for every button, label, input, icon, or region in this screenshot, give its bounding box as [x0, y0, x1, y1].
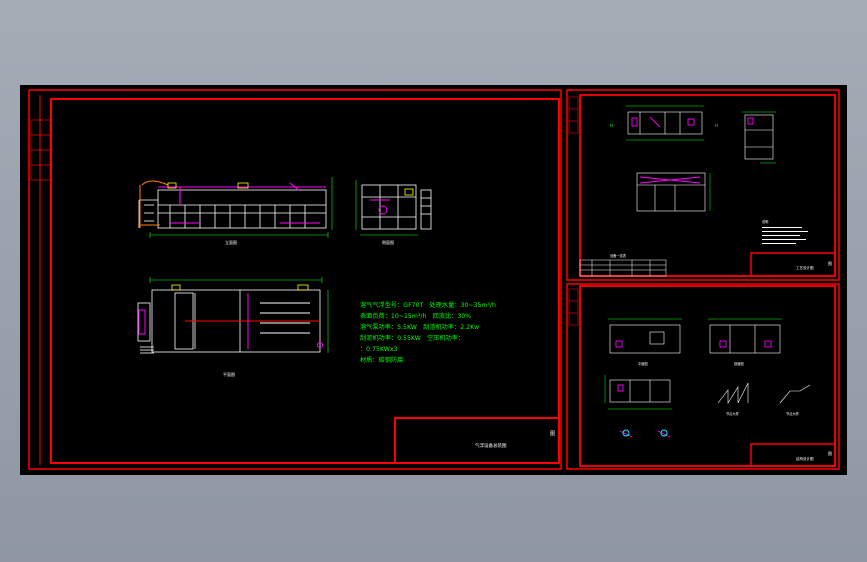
main-sheet-inner-border	[50, 98, 560, 464]
spec-line-6: 材质：碳钢防腐	[360, 356, 403, 364]
spec-line-1: 溶气气浮型号：GF70T 处理水量：30~35m³/h	[360, 301, 496, 309]
br-label-b: 剖面图	[734, 361, 744, 366]
spec-notes: 溶气气浮型号：GF70T 处理水量：30~35m³/h 表面负荷：10~15m³…	[360, 301, 496, 364]
svg-text:H: H	[715, 123, 718, 128]
top-right-sheet: 图 工艺设计图	[566, 89, 840, 281]
spec-line-5: ：0.75KWx3	[360, 346, 398, 353]
br-label-c: 节点大样	[726, 411, 740, 416]
br-structure-drawings	[609, 324, 811, 405]
main-title-mark: 图	[550, 431, 555, 437]
cad-drawing-svg: 图 气浮设备总装图	[28, 89, 840, 470]
top-right-title-text: 工艺设计图	[796, 265, 814, 270]
tr-equipment-table	[579, 259, 667, 277]
top-right-title-mark: 图	[828, 260, 832, 266]
main-title-text: 气浮设备总装图	[475, 442, 507, 449]
tr-table-caption: 设备一览表	[610, 253, 627, 258]
main-drawing-sheet: 图 气浮设备总装图	[28, 89, 562, 470]
br-label-d: 节点大样	[786, 411, 800, 416]
tr-notes: 说明	[762, 219, 808, 244]
plan-view-label: 平面图	[223, 371, 235, 377]
elevation-view-label: 立面图	[225, 239, 237, 245]
bottom-right-title-mark: 图	[828, 450, 832, 456]
elevation-view: 立面图	[138, 177, 333, 245]
bottom-right-title-text: 结构设计图	[796, 456, 814, 461]
bottom-right-sheet: 图 结构设计图	[566, 283, 840, 470]
svg-text:H: H	[610, 123, 613, 128]
main-sheet-outer-border	[28, 89, 562, 470]
side-view-label: 侧面图	[382, 239, 394, 245]
side-view: 侧面图	[355, 180, 432, 245]
spec-line-2: 表面负荷：10~15m³/h 回流比：30%	[360, 312, 471, 320]
tr-notes-label: 说明	[762, 219, 768, 224]
tr-building-plan	[627, 111, 774, 212]
main-title-block: 图 气浮设备总装图	[394, 417, 560, 464]
spec-line-3: 溶气泵功率：5.5KW 刮渣机功率：2.2Kw	[360, 323, 479, 331]
spec-line-4: 刮泥机功率：0.55KW 空压机功率：	[360, 334, 464, 342]
signoff-stamp	[30, 119, 51, 181]
plan-view: 平面图	[137, 277, 329, 377]
cad-model-viewport[interactable]: 图 气浮设备总装图	[20, 85, 847, 475]
br-label-a: 平面图	[638, 362, 648, 366]
